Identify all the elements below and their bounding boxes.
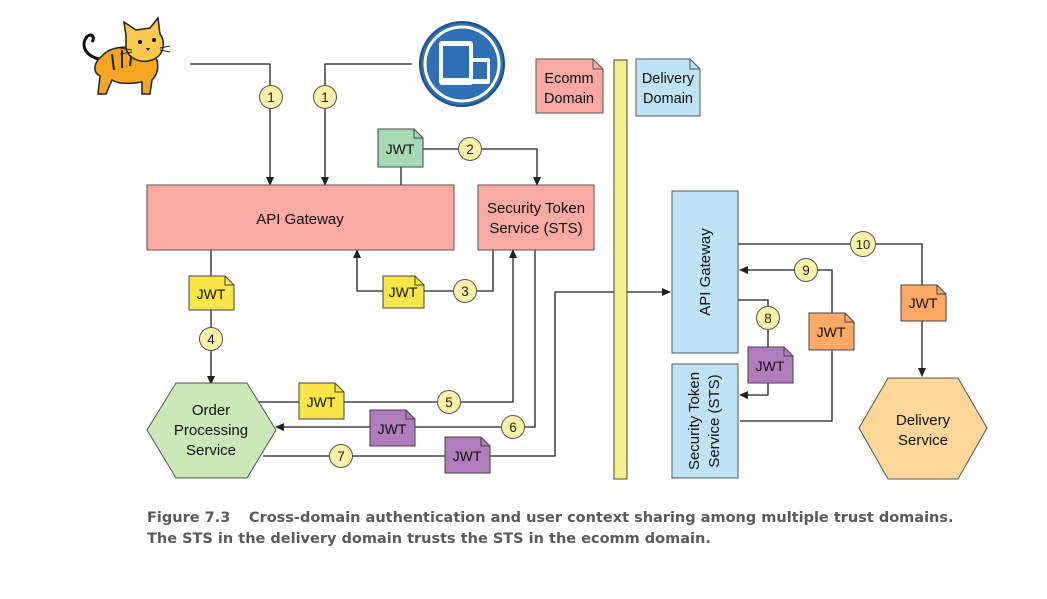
tomcat-icon <box>82 16 171 95</box>
jwt-token-yellow-3: JWT <box>382 275 425 309</box>
order-processing-service: Order Processing Service <box>146 382 277 479</box>
order-label-line3: Service <box>186 442 236 459</box>
step-circle-1b: 1 <box>313 85 337 109</box>
trust-boundary-bar <box>613 59 628 480</box>
jwt-token-yellow-3-label: JWT <box>389 284 418 300</box>
jwt-token-purple-8: JWT <box>747 346 794 384</box>
flow-5 <box>247 249 517 403</box>
jwt-token-yellow-4-label: JWT <box>197 286 226 302</box>
step-number-10: 10 <box>856 237 870 252</box>
flow-7 <box>263 288 671 457</box>
step-number-3: 3 <box>461 284 469 299</box>
figure-caption-text: Cross-domain authentication and user con… <box>147 510 954 547</box>
legend-delivery-domain: Delivery Domain <box>635 58 701 117</box>
legend-delivery-line1: Delivery <box>642 71 695 87</box>
step-number-6: 6 <box>509 420 517 435</box>
ecomm-api-gateway-label: API Gateway <box>256 211 344 228</box>
delivery-api-gateway-label: API Gateway <box>697 228 714 316</box>
delivery-sts: Security Token Service (STS) <box>671 363 739 479</box>
step-circle-7: 7 <box>329 444 353 468</box>
order-label-line1: Order <box>192 402 230 419</box>
jwt-token-yellow-5-label: JWT <box>307 394 336 410</box>
figure-caption: Figure 7.3 Cross-domain authentication a… <box>147 508 987 550</box>
legend-ecomm-line1: Ecomm <box>544 71 593 87</box>
flow-1-device <box>321 63 412 186</box>
jwt-token-orange-9: JWT <box>808 312 855 351</box>
ecomm-sts-label-line1: Security Token <box>487 200 585 217</box>
jwt-token-orange-10: JWT <box>900 284 947 322</box>
jwt-token-purple-6-label: JWT <box>378 421 407 437</box>
step-number-8: 8 <box>764 311 772 326</box>
jwt-token-purple-6: JWT <box>369 409 416 447</box>
jwt-token-orange-9-label: JWT <box>817 324 846 340</box>
flow-3 <box>353 249 494 292</box>
ecomm-api-gateway: API Gateway <box>146 184 455 251</box>
order-label-line2: Processing <box>174 422 248 439</box>
delivery-service-label-line2: Service <box>898 432 948 449</box>
jwt-token-purple-7-label: JWT <box>453 448 482 464</box>
delivery-sts-label-line1: Security Token <box>686 372 703 470</box>
step-number-7: 7 <box>337 449 345 464</box>
step-circle-5: 5 <box>437 390 461 414</box>
jwt-token-purple-7: JWT <box>444 436 491 474</box>
step-number-5: 5 <box>445 395 453 410</box>
jwt-token-purple-8-label: JWT <box>756 358 785 374</box>
legend-ecomm-domain: Ecomm Domain <box>535 58 604 114</box>
flow-1-browser <box>190 63 274 186</box>
step-markers: 1 1 2 3 4 5 6 7 8 9 10 <box>199 85 876 468</box>
jwt-token-orange-10-label: JWT <box>909 295 938 311</box>
ecomm-sts: Security Token Service (STS) <box>477 184 595 251</box>
step-number-9: 9 <box>802 263 810 278</box>
legend-delivery-line2: Domain <box>643 91 693 107</box>
jwt-token-yellow-5: JWT <box>298 382 345 420</box>
step-number-1b: 1 <box>321 90 329 105</box>
delivery-sts-label-line2: Service (STS) <box>706 374 723 467</box>
jwt-token-green-label: JWT <box>386 141 415 157</box>
step-circle-8: 8 <box>756 306 780 330</box>
step-circle-4: 4 <box>199 327 223 351</box>
step-circle-1a: 1 <box>259 85 283 109</box>
delivery-api-gateway: API Gateway <box>671 190 739 354</box>
flow-10 <box>738 243 926 377</box>
step-circle-10: 10 <box>850 231 876 257</box>
step-circle-6: 6 <box>501 415 525 439</box>
devices-icon <box>419 21 505 107</box>
jwt-token-green: JWT <box>377 128 424 168</box>
step-circle-3: 3 <box>453 279 477 303</box>
delivery-service: Delivery Service <box>858 377 988 480</box>
step-number-2: 2 <box>466 142 474 157</box>
ecomm-sts-label-line2: Service (STS) <box>489 220 582 237</box>
delivery-service-label-line1: Delivery <box>896 412 951 429</box>
flow-6 <box>275 250 536 431</box>
step-number-4: 4 <box>207 332 215 347</box>
figure-caption-label: Figure 7.3 <box>147 510 231 526</box>
step-circle-2: 2 <box>458 137 482 161</box>
jwt-token-yellow-4: JWT <box>188 275 235 311</box>
legend-ecomm-line2: Domain <box>544 91 594 107</box>
step-circle-9: 9 <box>794 258 818 282</box>
step-number-1a: 1 <box>267 90 275 105</box>
